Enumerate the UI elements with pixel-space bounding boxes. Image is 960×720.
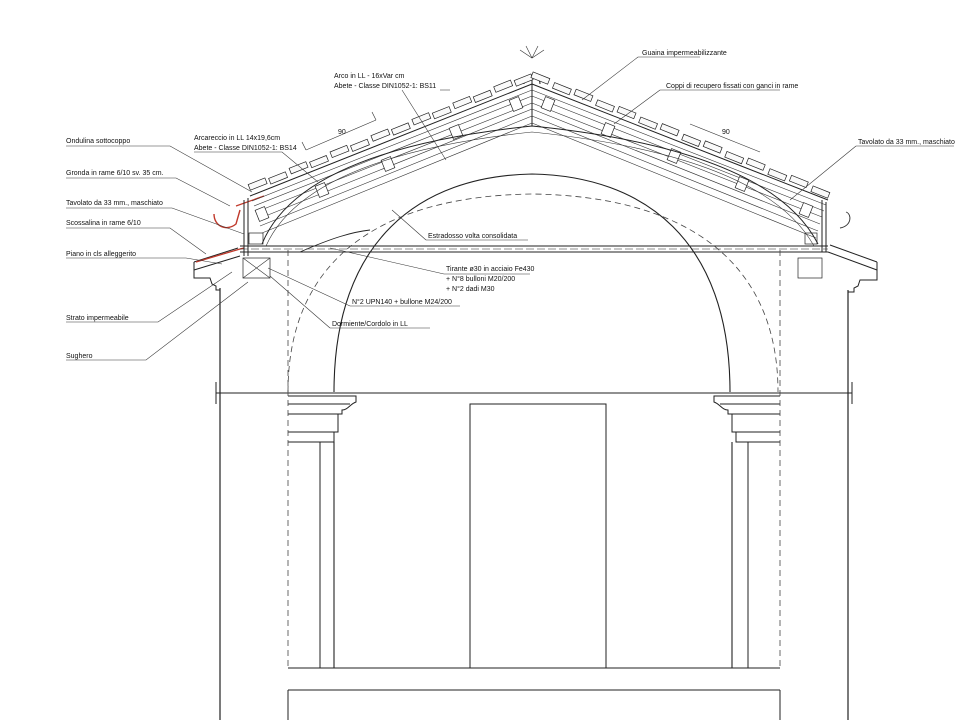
purlin <box>734 176 750 192</box>
tie-rod-plane <box>240 245 828 253</box>
roof-tile <box>288 161 309 175</box>
scossalina-flashing <box>195 247 245 263</box>
roof-tile <box>370 128 391 142</box>
label-arco-2: Abete - Classe DIN1052-1: BS11 <box>334 83 436 90</box>
roof-tile <box>350 138 370 152</box>
left-eave <box>193 195 271 279</box>
floor <box>287 667 781 720</box>
roof-tile <box>638 116 658 130</box>
roof-tile <box>681 133 702 147</box>
purlin <box>540 96 556 112</box>
roof-tile <box>702 140 723 154</box>
left-pilaster <box>287 250 357 668</box>
roof-tile <box>767 168 788 182</box>
roof-tile <box>431 106 452 120</box>
purlin <box>798 202 814 218</box>
outer-walls <box>193 270 878 720</box>
label-arcareccio-2: Abete - Classe DIN1052-1: BS14 <box>194 145 297 152</box>
ridge <box>519 45 545 126</box>
roof-tile <box>573 88 594 102</box>
label-arco-1: Arco in LL - 16xVar cm <box>334 73 405 80</box>
label-coppi: Coppi di recupero fissati con ganci in r… <box>666 83 798 90</box>
label-tavolato-right: Tavolato da 33 mm., maschiato <box>858 139 955 146</box>
dimension-right: 90 <box>689 123 761 153</box>
label-upn: N°2 UPN140 + bullone M24/200 <box>352 298 452 306</box>
roof-tile <box>329 144 350 159</box>
gutter <box>213 209 241 229</box>
roof-tile <box>551 82 572 96</box>
dimension-label-left: 90 <box>338 129 346 136</box>
roof-tile <box>247 177 268 191</box>
roof-tile <box>745 157 766 171</box>
annotations: Guaina impermeabilizzante Coppi di recup… <box>66 50 955 360</box>
roof-slope-right <box>531 83 829 239</box>
roof-tile <box>659 123 680 137</box>
label-arcareccio-1: Arcareccio in LL 14x19,6cm <box>194 135 280 142</box>
roof-tile <box>309 155 329 169</box>
label-ondulina: Ondulina sottocoppo <box>66 138 130 145</box>
roof-tile <box>530 71 551 85</box>
roof-tile <box>493 79 514 93</box>
label-sughero: Sughero <box>66 353 93 360</box>
purlin <box>508 96 524 112</box>
roof-tiles <box>247 71 831 199</box>
label-guaina: Guaina impermeabilizzante <box>642 50 727 57</box>
roof-tile <box>411 112 432 126</box>
purlin <box>254 206 270 222</box>
roof-tile <box>788 174 809 189</box>
label-tirante-3: + N°2 dadi M30 <box>446 285 495 293</box>
purlins <box>254 96 814 222</box>
roof-tile <box>472 89 493 103</box>
right-eave <box>797 200 878 279</box>
roof-tile <box>452 95 473 110</box>
roof-tile <box>810 185 831 199</box>
dimension-left: 90 <box>301 111 377 151</box>
door-opening <box>469 403 607 669</box>
roof-tile <box>616 105 637 120</box>
label-tirante-2: + N°8 bulloni M20/200 <box>446 275 515 283</box>
roof-tile <box>390 122 411 136</box>
vault <box>287 173 779 393</box>
purlin <box>314 182 330 198</box>
label-tirante-1: Tirante ø30 in acciaio Fe430 <box>446 266 535 273</box>
purlin <box>380 156 396 172</box>
roof-tile <box>595 99 615 113</box>
roof-tile <box>724 151 745 165</box>
label-estradosso: Estradosso volta consolidata <box>428 233 517 240</box>
label-scossalina: Scossalina in rame 6/10 <box>66 220 141 227</box>
label-piano: Piano in cls alleggerito <box>66 251 136 258</box>
laminated-arch <box>261 125 819 247</box>
roof-tile <box>268 171 289 185</box>
label-strato: Strato impermeabile <box>66 315 129 322</box>
dimension-label-right: 90 <box>722 129 730 136</box>
label-gronda: Gronda in rame 6/10 sv. 35 cm. <box>66 170 164 177</box>
label-dormiente: Dormiente/Cordolo in LL <box>332 321 408 328</box>
label-tavolato-left: Tavolato da 33 mm., maschiato <box>66 200 163 207</box>
right-pilaster <box>713 250 781 668</box>
leader-lines <box>66 56 954 361</box>
